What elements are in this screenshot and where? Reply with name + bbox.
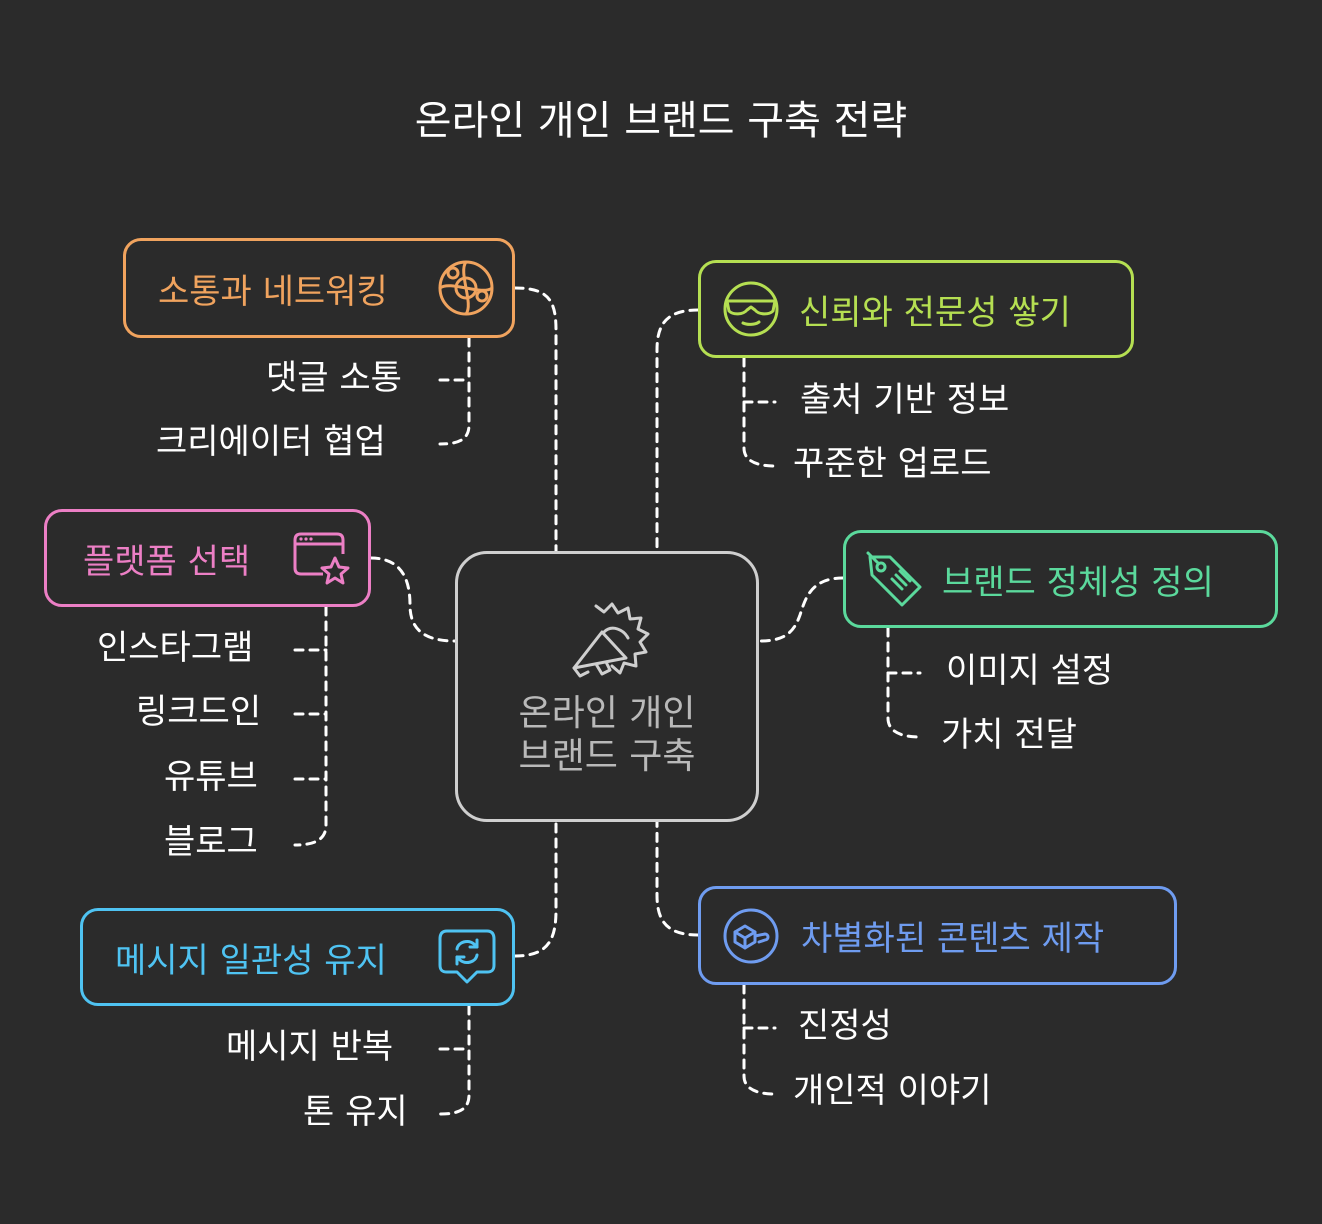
center-node: 온라인 개인 브랜드 구축 bbox=[455, 551, 759, 822]
connector-platform-items bbox=[293, 605, 328, 847]
branch-networking: 소통과 네트워킹 bbox=[123, 238, 515, 338]
leaf-networking-2: 크리에이터 협업 bbox=[156, 422, 386, 462]
megaphone-icon bbox=[572, 602, 650, 678]
connector-platform bbox=[369, 556, 457, 643]
goggles-face-icon bbox=[723, 281, 779, 337]
center-label-line1: 온라인 개인 bbox=[518, 693, 696, 734]
diagram-title: 온라인 개인 브랜드 구축 전략 bbox=[414, 98, 908, 144]
center-label: 온라인 개인 브랜드 구축 bbox=[458, 692, 756, 778]
branch-trust: 신뢰와 전문성 쌓기 bbox=[698, 260, 1134, 358]
leaf-message-2: 톤 유지 bbox=[303, 1092, 408, 1132]
branch-platform-label: 플랫폼 선택 bbox=[83, 541, 251, 582]
connector-trust-items bbox=[742, 356, 777, 468]
branch-content: 차별화된 콘텐츠 제작 bbox=[698, 886, 1177, 985]
connector-content-items bbox=[742, 983, 777, 1096]
chat-refresh-icon bbox=[438, 929, 496, 984]
connector-networking bbox=[513, 286, 558, 553]
center-label-line2: 브랜드 구축 bbox=[518, 736, 696, 777]
leaf-trust-2: 꾸준한 업로드 bbox=[793, 444, 992, 484]
cube-hand-icon bbox=[723, 908, 779, 964]
connector-networking-items bbox=[438, 336, 471, 446]
leaf-platform-1: 인스타그램 bbox=[97, 628, 254, 668]
leaf-content-1: 진정성 bbox=[798, 1006, 892, 1046]
price-tag-icon bbox=[866, 551, 922, 607]
branch-content-label: 차별화된 콘텐츠 제작 bbox=[801, 919, 1105, 959]
connector-message bbox=[513, 820, 558, 958]
leaf-content-2: 개인적 이야기 bbox=[793, 1071, 992, 1111]
leaf-platform-3: 유튜브 bbox=[164, 757, 258, 797]
connector-identity-items bbox=[886, 626, 922, 739]
leaf-trust-1: 출처 기반 정보 bbox=[800, 380, 1010, 420]
globe-network-icon bbox=[438, 260, 494, 316]
leaf-identity-2: 가치 전달 bbox=[941, 715, 1077, 755]
branch-networking-label: 소통과 네트워킹 bbox=[158, 271, 388, 312]
branch-identity: 브랜드 정체성 정의 bbox=[843, 530, 1278, 628]
connector-trust bbox=[655, 308, 700, 553]
branch-platform: 플랫폼 선택 bbox=[44, 509, 371, 607]
leaf-identity-1: 이미지 설정 bbox=[946, 651, 1114, 691]
leaf-platform-2: 링크드인 bbox=[136, 692, 262, 732]
leaf-message-1: 메시지 반복 bbox=[226, 1027, 394, 1067]
branch-trust-label: 신뢰와 전문성 쌓기 bbox=[799, 292, 1071, 333]
connector-message-items bbox=[438, 1004, 471, 1116]
branch-identity-label: 브랜드 정체성 정의 bbox=[942, 562, 1214, 603]
leaf-platform-4: 블로그 bbox=[164, 822, 258, 862]
branch-message-label: 메시지 일관성 유지 bbox=[115, 940, 387, 981]
connector-identity bbox=[758, 576, 845, 643]
leaf-networking-1: 댓글 소통 bbox=[266, 358, 402, 398]
connector-content bbox=[655, 820, 700, 937]
browser-star-icon bbox=[293, 532, 350, 585]
branch-message: 메시지 일관성 유지 bbox=[80, 908, 515, 1006]
